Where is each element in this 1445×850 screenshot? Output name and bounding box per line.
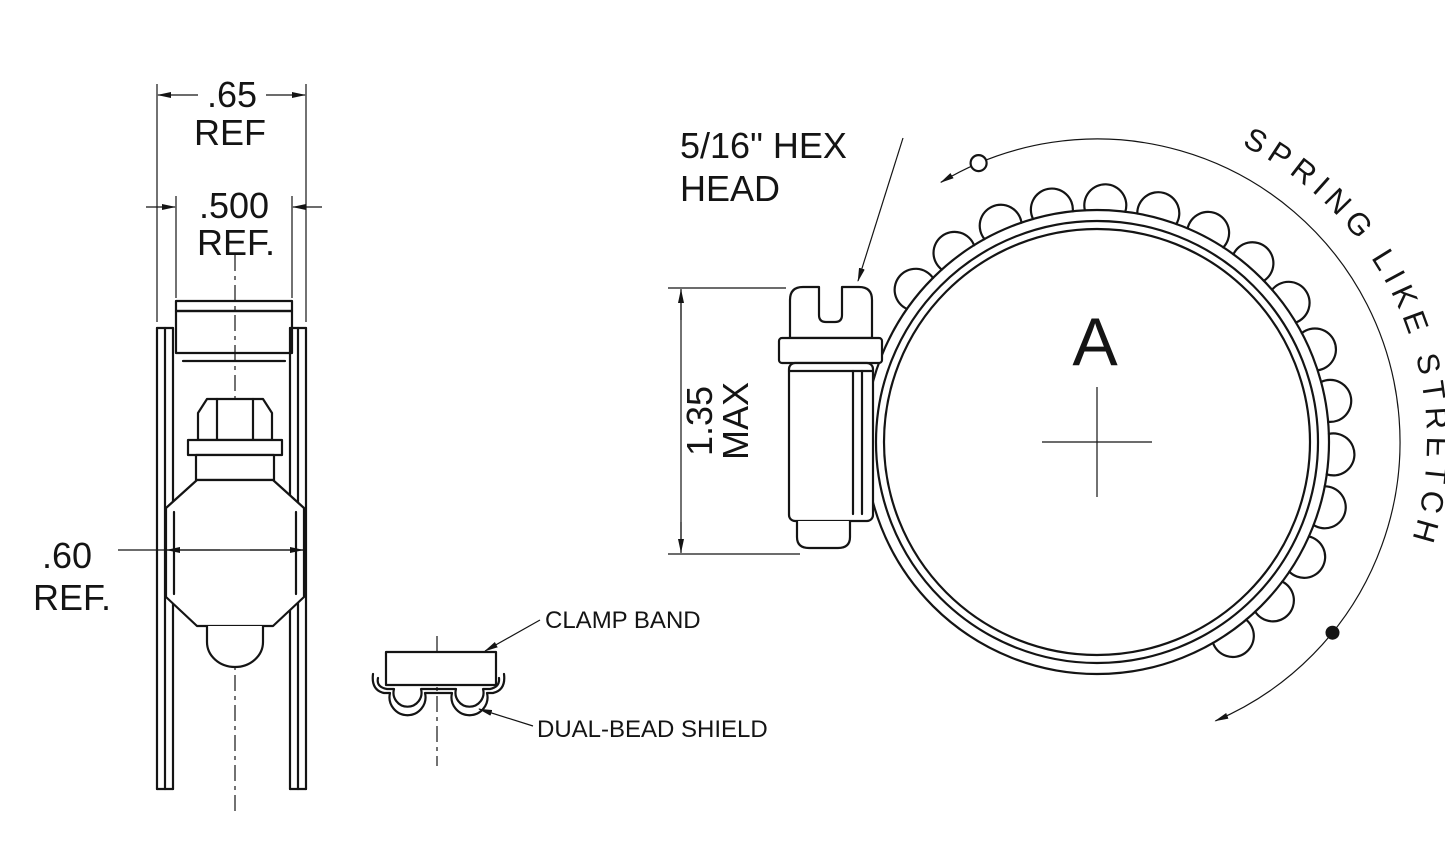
- dim-500-value: .500: [199, 185, 269, 226]
- diameter-label: A: [1072, 304, 1118, 380]
- dual-bead-shield-outer: [371, 672, 506, 717]
- hex-head-callout-line1: 5/16" HEX: [680, 125, 847, 166]
- arc-end-dot: [1325, 625, 1340, 640]
- hex-screw-head: [788, 285, 874, 340]
- clamp-band-leader: [484, 619, 541, 652]
- dim-60-value: .60: [42, 535, 92, 576]
- dim-135-value: 1.35: [679, 386, 720, 456]
- band-top-cap: [174, 299, 294, 313]
- clamp-band-section: [384, 650, 498, 687]
- band-top-box: [174, 309, 294, 355]
- arc-point-marker: [969, 154, 988, 173]
- dim-60-ref: REF.: [33, 577, 111, 618]
- bolt-washer: [186, 438, 284, 457]
- hex-head-leader: [857, 137, 904, 282]
- spring-stretch-arc: [940, 138, 1401, 722]
- clamp-band-label: CLAMP BAND: [545, 607, 701, 634]
- hex-bolt-head-side: [196, 397, 274, 442]
- front-view: 5/16" HEX HEAD 1.35 MAX A SPRING LIKE ST…: [668, 120, 1445, 722]
- dim-65-ref: REF: [194, 112, 266, 153]
- hex-head-callout-line2: HEAD: [680, 168, 780, 209]
- dual-bead-shield-inner: [376, 676, 501, 708]
- dim-65-value: .65: [207, 74, 257, 115]
- band-detail-view: CLAMP BAND DUAL-BEAD SHIELD: [371, 607, 768, 766]
- dim-500-ref: REF.: [197, 222, 275, 263]
- side-view: .65 REF .500 REF.: [33, 74, 322, 812]
- spring-note-text: SPRING LIKE STRETCH: [1238, 120, 1445, 552]
- spring-loops: [893, 183, 1356, 659]
- worm-housing-side: [164, 478, 306, 628]
- screw-flange: [777, 336, 884, 365]
- worm-housing-body: [787, 361, 875, 523]
- housing-bottom-dome: [205, 626, 265, 669]
- housing-bottom-tab: [795, 521, 852, 550]
- shield-label: DUAL-BEAD SHIELD: [537, 716, 768, 743]
- bolt-neck: [194, 453, 276, 482]
- dim-135-ref: MAX: [715, 382, 756, 460]
- shield-leader: [478, 708, 534, 727]
